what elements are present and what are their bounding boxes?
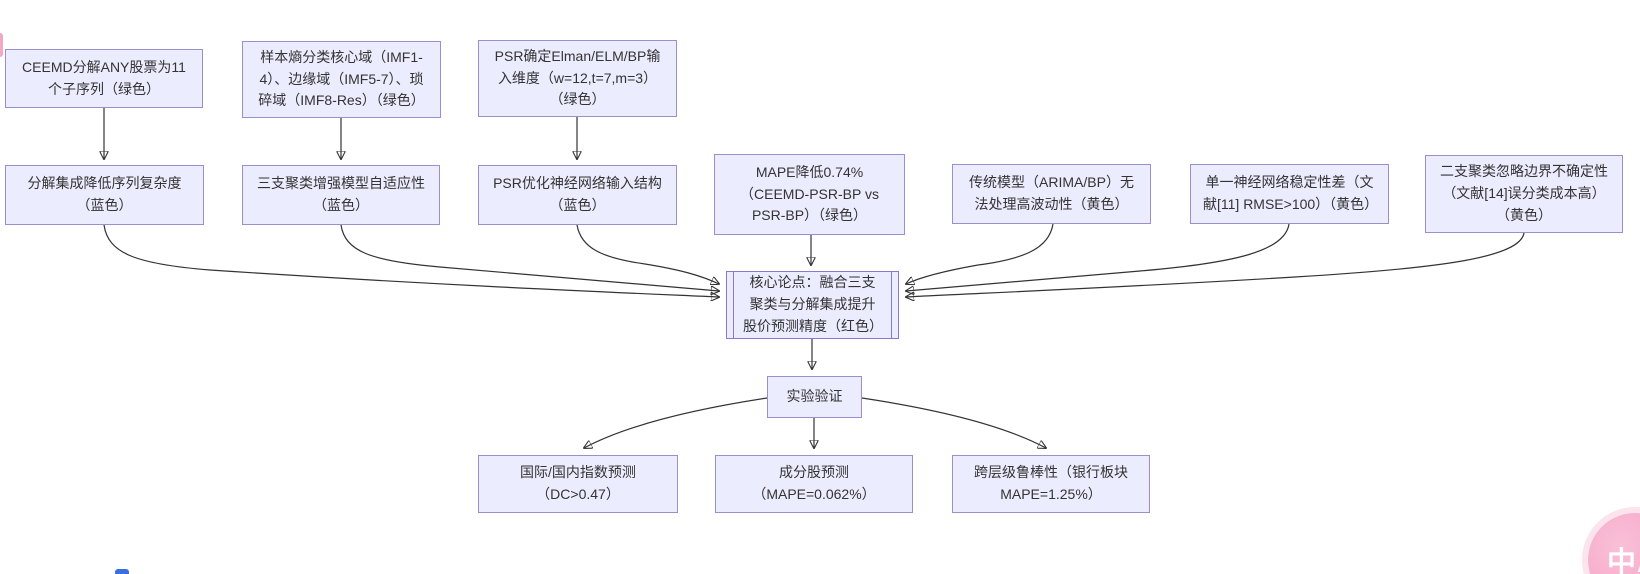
node-label: MAPE降低0.74%（CEEMD-PSR-BP vs PSR-BP）（绿色） (740, 163, 879, 224)
node-label: 国际/国内指数预测（DC>0.47） (520, 464, 636, 502)
node-label: 单一神经网络稳定性差（文献[11] RMSE>100）（黄色） (1203, 174, 1379, 212)
node-label: 实验验证 (786, 388, 843, 405)
subroutine-border-right (891, 272, 892, 338)
node-psr-input-dimension: PSR确定Elman/ELM/BP输入维度（w=12,t=7,m=3）（绿色） (478, 40, 677, 117)
node-mape-improvement: MAPE降低0.74%（CEEMD-PSR-BP vs PSR-BP）（绿色） (714, 154, 905, 235)
node-label: 传统模型（ARIMA/BP）无法处理高波动性（黄色） (969, 174, 1134, 212)
pink-edge-fragment (0, 33, 3, 57)
node-ceemd-decomposition: CEEMD分解ANY股票为11个子序列（绿色） (5, 49, 203, 108)
node-two-way-clustering-limitation: 二支聚类忽略边界不确定性（文献[14]误分类成本高）（黄色） (1425, 155, 1623, 233)
node-label: PSR确定Elman/ELM/BP输入维度（w=12,t=7,m=3）（绿色） (494, 47, 661, 108)
node-traditional-model-limitation: 传统模型（ARIMA/BP）无法处理高波动性（黄色） (952, 164, 1151, 224)
node-label: PSR优化神经网络输入结构（蓝色） (493, 175, 662, 213)
node-experiment-validation: 实验验证 (767, 376, 862, 418)
translate-button[interactable]: 中A (1588, 513, 1640, 574)
node-label: 核心论点：融合三支聚类与分解集成提升股价预测精度（红色） (743, 274, 883, 334)
node-single-nn-limitation: 单一神经网络稳定性差（文献[11] RMSE>100）（黄色） (1190, 164, 1389, 224)
node-label: CEEMD分解ANY股票为11个子序列（绿色） (22, 58, 186, 97)
node-label: 成分股预测（MAPE=0.062%） (752, 464, 876, 502)
node-psr-benefit: PSR优化神经网络输入结构（蓝色） (478, 165, 677, 225)
node-label: 三支聚类增强模型自适应性（蓝色） (257, 175, 425, 213)
node-robustness-result: 跨层级鲁棒性（银行板块MAPE=1.25%） (952, 455, 1150, 513)
blue-edge-fragment (115, 569, 129, 574)
node-sample-entropy-domains: 样本熵分类核心域（IMF1-4）、边缘域（IMF5-7）、琐碎域（IMF8-Re… (242, 41, 441, 118)
node-decomposition-benefit: 分解集成降低序列复杂度（蓝色） (5, 165, 204, 225)
node-three-way-benefit: 三支聚类增强模型自适应性（蓝色） (242, 165, 440, 225)
node-core-thesis: 核心论点：融合三支聚类与分解集成提升股价预测精度（红色） (726, 271, 899, 339)
node-label: 样本熵分类核心域（IMF1-4）、边缘域（IMF5-7）、琐碎域（IMF8-Re… (258, 48, 425, 109)
subroutine-border-left (733, 272, 734, 338)
node-constituent-prediction-result: 成分股预测（MAPE=0.062%） (715, 455, 913, 513)
node-index-prediction-result: 国际/国内指数预测（DC>0.47） (478, 455, 678, 513)
node-label: 跨层级鲁棒性（银行板块MAPE=1.25%） (974, 464, 1128, 502)
translate-icon: 中A (1607, 547, 1640, 574)
node-label: 二支聚类忽略边界不确定性（文献[14]误分类成本高）（黄色） (1440, 163, 1608, 223)
node-label: 分解集成降低序列复杂度（蓝色） (27, 175, 182, 213)
